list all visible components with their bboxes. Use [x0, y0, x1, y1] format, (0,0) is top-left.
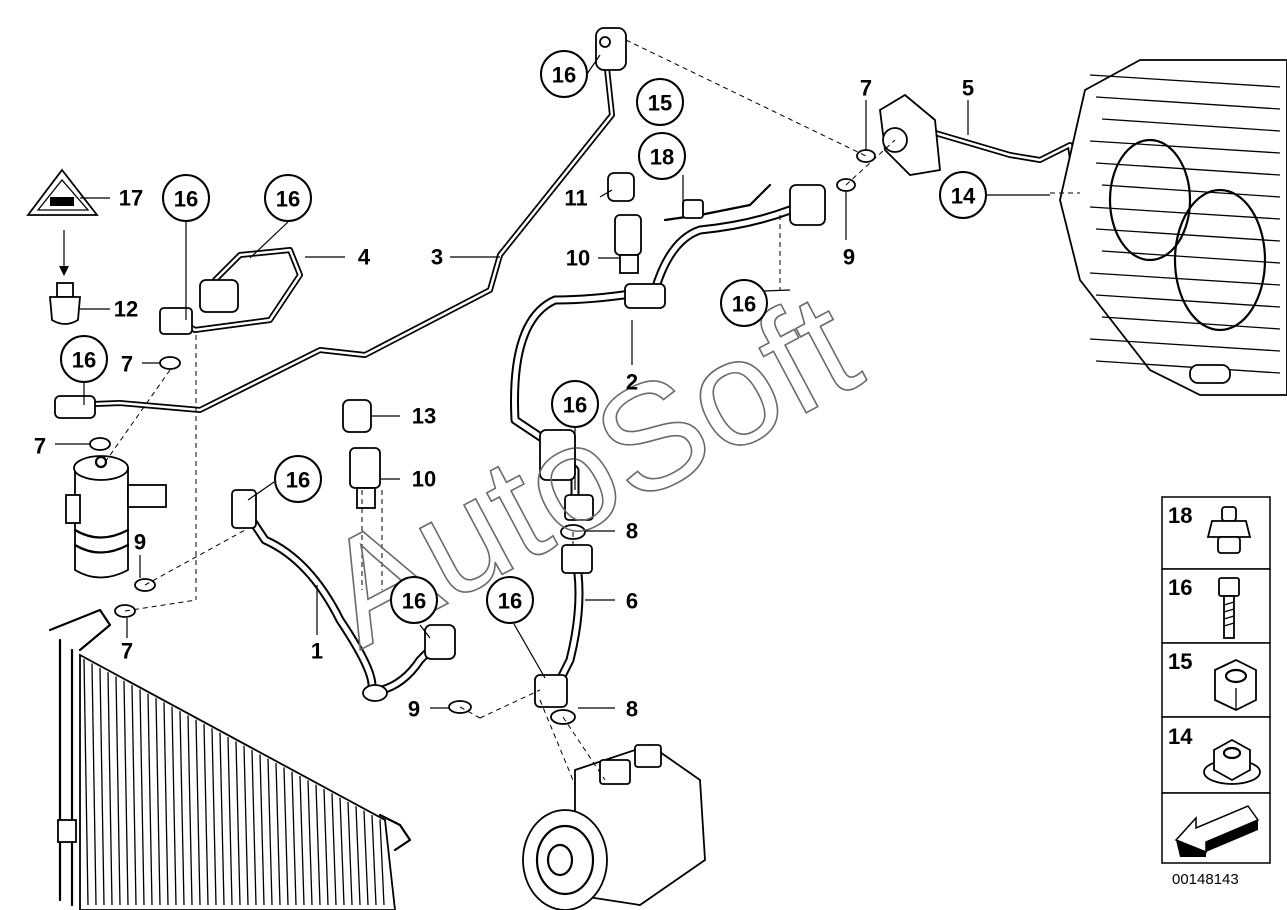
- label-13: 13: [412, 404, 436, 429]
- callout-16-f: 16: [274, 455, 322, 503]
- condenser-illustration: [48, 608, 412, 910]
- flange-nut-icon: [1203, 738, 1261, 785]
- callout-15: 15: [636, 78, 684, 126]
- label-7-b: 7: [34, 434, 46, 459]
- label-12: 12: [114, 297, 138, 322]
- pressure-switch-illustration: [49, 230, 81, 325]
- callout-16-h: 16: [486, 576, 534, 624]
- evaporator-housing-illustration: [1059, 59, 1287, 396]
- callout-16-a: 16: [162, 174, 210, 222]
- callout-14: 14: [939, 171, 987, 219]
- label-10-b: 10: [412, 467, 436, 492]
- callout-16-g: 16: [390, 576, 438, 624]
- cap-11: [607, 172, 635, 202]
- callout-18: 18: [638, 132, 686, 180]
- legend-number-16: 16: [1168, 575, 1192, 600]
- hose-1: [231, 489, 456, 702]
- label-9-c: 9: [408, 697, 420, 722]
- legend-number-18: 18: [1168, 503, 1192, 528]
- label-8-b: 8: [626, 697, 638, 722]
- label-11: 11: [564, 186, 587, 211]
- callout-16-b-text: 16: [276, 187, 300, 212]
- callout-16-top: 16: [540, 50, 588, 98]
- label-9-b: 9: [134, 530, 146, 555]
- callout-16-e: 16: [551, 380, 599, 428]
- callout-16-h-text: 16: [498, 589, 522, 614]
- callout-18-text: 18: [650, 145, 674, 170]
- valve-10-a: [614, 214, 642, 274]
- label-17: 17: [119, 186, 143, 211]
- callout-16-b: 16: [264, 174, 312, 222]
- direction-arrow-icon: [1174, 805, 1260, 857]
- callout-16-e-text: 16: [563, 393, 587, 418]
- label-7-a: 7: [121, 352, 133, 377]
- callout-16-c: 16: [60, 335, 108, 383]
- callout-16-d-text: 16: [732, 292, 756, 317]
- legend-number-14: 14: [1168, 724, 1193, 749]
- callout-16-g-text: 16: [402, 589, 426, 614]
- label-7-c: 7: [121, 639, 133, 664]
- callout-16-a-text: 16: [174, 187, 198, 212]
- label-5: 5: [962, 76, 974, 101]
- watermark: AutoSoft: [296, 260, 883, 678]
- leader-lines: [55, 54, 1050, 709]
- label-3: 3: [431, 245, 443, 270]
- pipe-3: [54, 27, 627, 419]
- o-ring-7-a: [159, 356, 181, 370]
- callout-16-d: 16: [720, 279, 768, 327]
- label-1: 1: [311, 639, 323, 664]
- assembly-lines: [100, 39, 1080, 786]
- label-9-a: 9: [843, 245, 855, 270]
- label-4: 4: [358, 245, 371, 270]
- hose-2: [510, 184, 826, 521]
- legend-box-16: [1161, 568, 1271, 644]
- clip-icon: [1206, 506, 1252, 554]
- label-7-top: 7: [860, 76, 872, 101]
- callout-14-text: 14: [951, 184, 976, 209]
- pipe-5: [879, 93, 1078, 183]
- diagram-code: 00148143: [1172, 871, 1239, 888]
- legend-number-15: 15: [1168, 649, 1192, 674]
- hose-6: [534, 544, 593, 708]
- label-10-a: 10: [566, 246, 590, 271]
- cap-13: [342, 399, 372, 433]
- callout-16-top-text: 16: [552, 63, 576, 88]
- pipe-4: [159, 247, 303, 335]
- bolt-icon: [1218, 577, 1240, 639]
- label-2: 2: [626, 370, 638, 395]
- parts-legend: 18 16 15 14: [1161, 496, 1271, 864]
- label-6: 6: [626, 589, 638, 614]
- compressor-illustration: [522, 744, 706, 910]
- callout-15-text: 15: [648, 91, 672, 116]
- label-8-a: 8: [626, 519, 638, 544]
- receiver-drier-illustration: [65, 455, 167, 579]
- clip-18: [663, 183, 772, 222]
- o-ring-7-b: [89, 437, 111, 451]
- callout-16-c-text: 16: [72, 348, 96, 373]
- hex-nut-icon: [1214, 658, 1257, 712]
- warning-triangle-icon: [26, 168, 99, 216]
- callout-16-f-text: 16: [286, 468, 310, 493]
